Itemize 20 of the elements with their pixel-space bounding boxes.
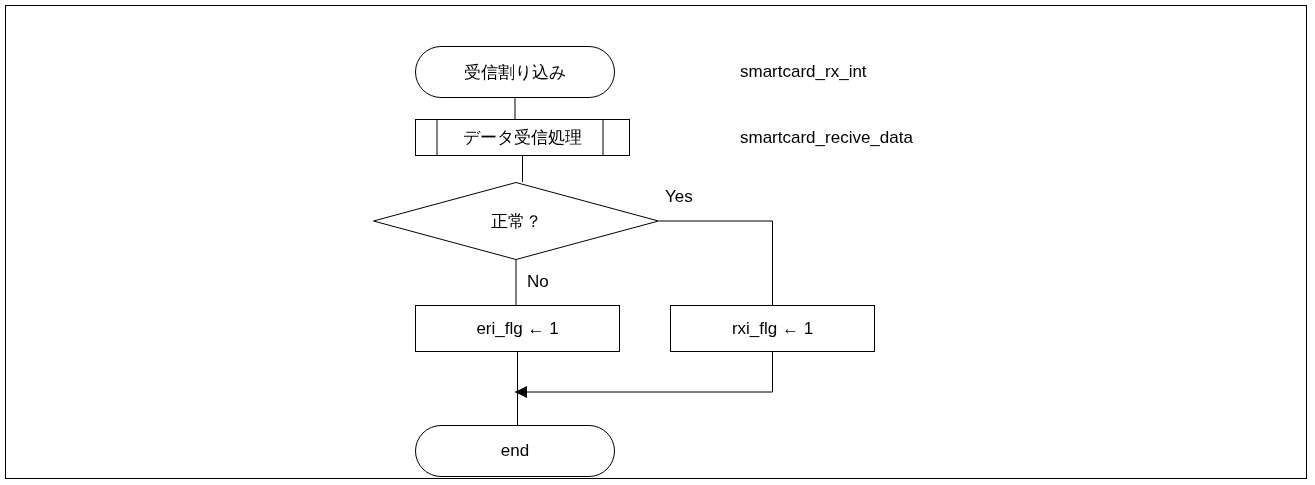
node-label: データ受信処理 [463, 127, 582, 149]
connector-line [522, 155, 523, 183]
function-name: smartcard_rx_int [740, 62, 867, 82]
connector-line [514, 97, 516, 120]
terminal-shape [415, 425, 615, 477]
terminal-shape [415, 46, 615, 98]
function-name: smartcard_recive_data [740, 128, 913, 148]
node-label: end [500, 441, 530, 461]
connector-line [515, 259, 517, 306]
connector-line [517, 351, 518, 426]
node-label: eri_flg ← 1 [476, 318, 559, 339]
process-box [670, 305, 875, 352]
node-label: rxi_flg ← 1 [731, 318, 814, 339]
node-label: 正常？ [490, 210, 542, 233]
process-box [415, 305, 620, 352]
predefined-process-box [415, 119, 630, 156]
connector-line [658, 220, 773, 306]
arrow [514, 351, 773, 398]
decision-diamond [373, 182, 659, 260]
node-label: 受信割り込み [464, 61, 566, 84]
